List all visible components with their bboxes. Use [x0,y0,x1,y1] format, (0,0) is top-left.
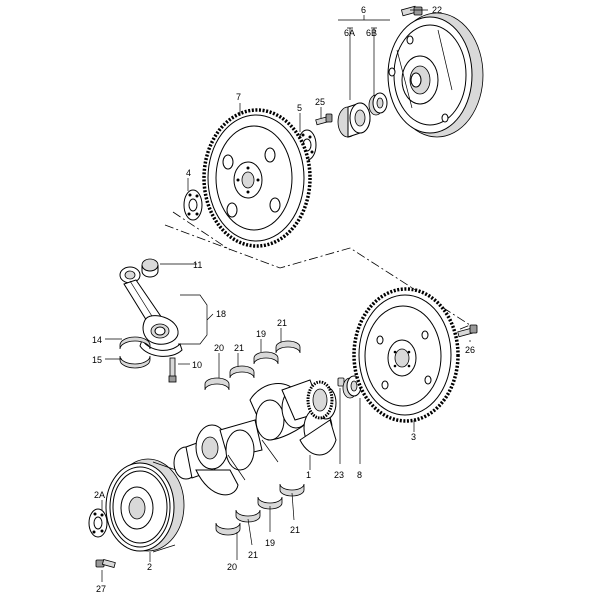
callout-27: 27 [96,584,106,594]
bushing-6b [368,92,388,116]
callout-8: 8 [357,470,362,480]
callout-7: 7 [236,92,241,102]
main-bearing-shells-lower [215,483,305,536]
callout-5: 5 [297,103,302,113]
drive-plate-6 [387,12,484,138]
callout-20-lower: 20 [227,562,237,572]
bearing-shell-11 [141,258,159,278]
main-bearing-shells-upper [204,340,301,391]
vibration-damper-2 [105,458,185,553]
needle-bearing-6a [337,102,371,138]
bolt-25 [315,113,333,126]
callout-26: 26 [465,345,475,355]
callout-18: 18 [216,309,226,319]
flywheel-3 [352,287,460,423]
callout-21-lower-a: 21 [248,550,258,560]
callout-19-upper: 19 [256,329,266,339]
bolt-26 [457,324,478,338]
callout-21-upper-a: 21 [234,343,244,353]
callout-2: 2 [147,562,152,572]
callout-21-upper-b: 21 [277,318,287,328]
callout-22: 22 [432,5,442,15]
callout-15: 15 [92,355,102,365]
crank-gear [306,380,334,420]
callout-21-lower-b: 21 [290,525,300,535]
callout-11: 11 [193,260,202,270]
callout-labels: 1 2 2A 3 4 5 6 6A 6B 7 8 10 11 14 15 18 … [92,5,475,594]
rod-bolt-10 [168,357,177,383]
callout-6: 6 [361,5,366,15]
callout-1: 1 [306,470,311,480]
callout-25: 25 [315,97,325,107]
callout-10: 10 [192,360,202,370]
callout-23: 23 [334,470,344,480]
connecting-rod-18 [119,266,183,357]
shim-plate-4 [183,189,203,221]
callout-20-upper: 20 [214,343,224,353]
flexplate-7 [202,108,312,248]
crankshaft-1 [173,379,337,496]
leader-lines [101,9,471,582]
bolt-22 [400,5,423,17]
bolt-27 [95,559,116,568]
callout-6a: 6A [344,28,355,38]
shim-plate-2a [88,508,108,538]
callout-6b: 6B [366,28,377,38]
bushing-8 [342,375,362,399]
callout-4: 4 [186,168,191,178]
alignment-lines [164,211,471,331]
callout-19-lower: 19 [265,538,275,548]
callout-14: 14 [92,335,102,345]
callout-3: 3 [411,432,416,442]
callout-2a: 2A [94,490,105,500]
bearing-shells-14-15 [119,336,151,369]
